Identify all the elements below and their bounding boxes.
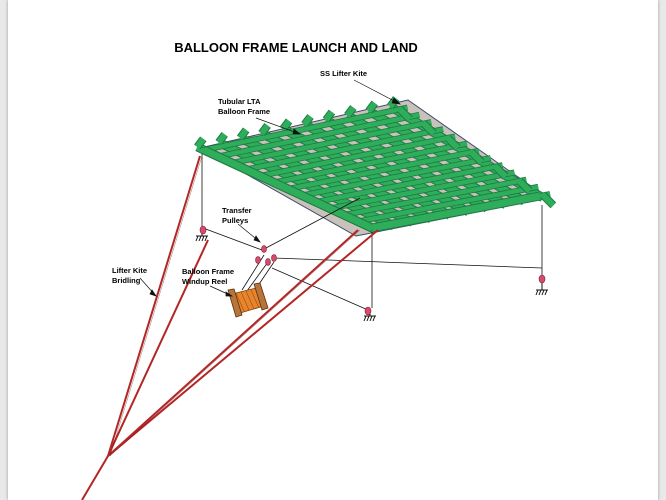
label-lifter-kite: Lifter Kite [112, 266, 147, 275]
ground-anchor-left [195, 232, 208, 242]
frame-cross-tube [255, 134, 456, 179]
frame-front-beam-fill [371, 192, 541, 232]
pulley-4 [255, 256, 261, 264]
pulley-center [364, 306, 372, 316]
pulley-left [199, 225, 207, 235]
label-tubular-lta: Tubular LTA [218, 97, 261, 106]
ground-anchors [195, 232, 548, 322]
frame-cross-tube [326, 170, 515, 212]
frame-cross-tube [354, 184, 539, 225]
frame-tube-end [280, 119, 292, 131]
pulley-1 [261, 245, 267, 253]
frame-cross-tube [227, 119, 432, 166]
pulley-3 [265, 258, 271, 266]
balloon-frame-grid [194, 96, 557, 234]
frame-cross-tube [340, 177, 527, 218]
frame-cross-tube [241, 127, 444, 173]
frame-cross-tube [213, 112, 420, 160]
ground-anchor-right [535, 282, 548, 296]
pulley-right [538, 274, 546, 284]
frame-tube-end [216, 132, 228, 145]
page: BALLOON FRAME LAUNCH AND LAND [8, 0, 658, 500]
diagram-title: BALLOON FRAME LAUNCH AND LAND [174, 40, 418, 55]
label-pulleys: Pulleys [222, 216, 248, 225]
label-balloon-frame: Balloon Frame [218, 107, 270, 116]
frame-tube-end [323, 110, 335, 122]
frame-tube-end [397, 107, 412, 122]
reel-flange-right [253, 282, 269, 311]
frame-cross-tube [283, 148, 480, 192]
frame-tube-end [302, 114, 313, 127]
label-transfer: Transfer [222, 206, 252, 215]
transfer-pulleys [199, 225, 546, 316]
frame-cross-tube [312, 163, 503, 205]
frame-cross-tube [199, 105, 408, 153]
frame-tube-end [541, 193, 556, 208]
frame-tube-end [517, 178, 532, 194]
balloon-frame-diagram: BALLOON FRAME LAUNCH AND LAND [81, 40, 557, 500]
frame-left-beam-fill [202, 146, 374, 232]
frame-tube-end [194, 137, 206, 149]
label-balloon-frame-reel: Balloon Frame [182, 267, 234, 276]
frame-tube-end [366, 101, 378, 113]
frame-tube-end [445, 135, 460, 151]
lifter-kite-bridle-lines [81, 155, 379, 500]
bridle-outline [109, 155, 361, 457]
annotation-arrows [139, 79, 401, 297]
frame-cross-tube [298, 155, 492, 199]
frame-tube-end [344, 105, 356, 118]
label-bridling: Bridling [112, 276, 141, 285]
pulley-2 [271, 254, 277, 262]
frame-tube-end [493, 164, 508, 179]
label-ss-lifter-kite: SS Lifter Kite [320, 69, 367, 78]
frame-cross-tube [269, 141, 468, 186]
label-windup-reel: Windup Reel [182, 277, 227, 286]
frame-tube-end [259, 123, 271, 136]
frame-tube-end [469, 150, 484, 165]
windup-reel [227, 282, 269, 318]
frame-tube-end [421, 121, 436, 136]
frame-tube-end [237, 128, 249, 140]
